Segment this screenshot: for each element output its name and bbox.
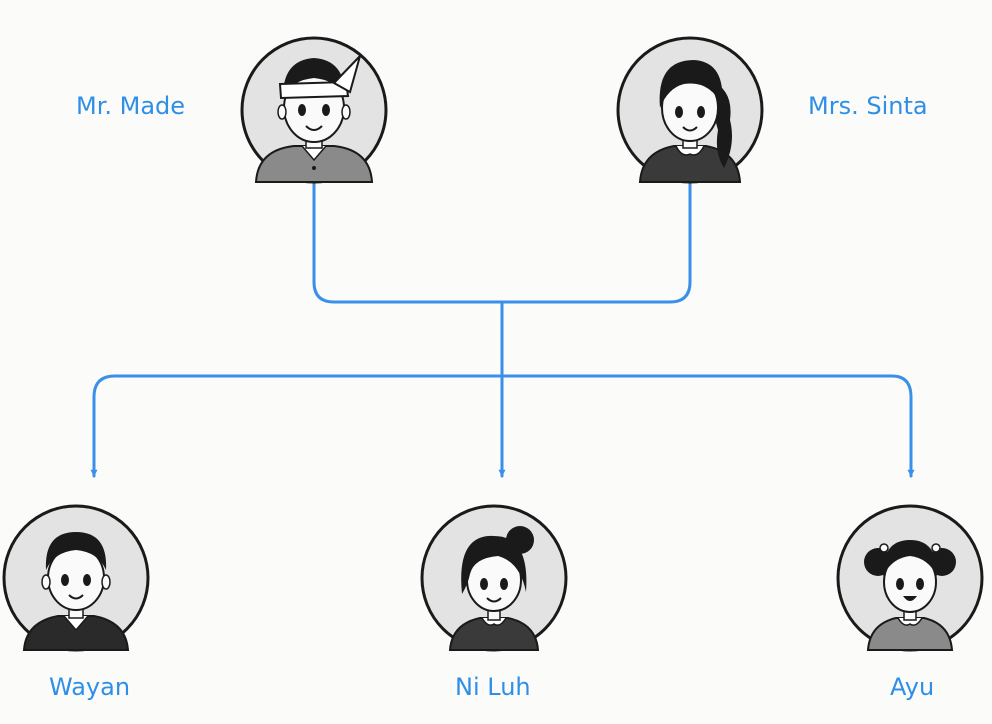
father-avatar-icon — [240, 36, 388, 184]
child-name-label: Wayan — [49, 673, 131, 701]
arrow-to-wayan — [90, 374, 117, 478]
connector-father — [312, 181, 504, 304]
connector-lines — [90, 181, 915, 478]
parent-name-label: Mr. Made — [76, 92, 186, 120]
child-name-label: Ni Luh — [455, 673, 531, 701]
son-avatar-icon — [2, 504, 150, 652]
connector-mother — [500, 181, 692, 304]
parent-name-label: Mrs. Sinta — [808, 92, 928, 120]
daughter-avatar-icon — [420, 504, 568, 652]
child-name-label: Ayu — [890, 673, 935, 701]
arrow-to-ayu — [890, 374, 915, 478]
mother-avatar-icon — [616, 36, 764, 184]
daughter-avatar-icon — [836, 504, 984, 652]
